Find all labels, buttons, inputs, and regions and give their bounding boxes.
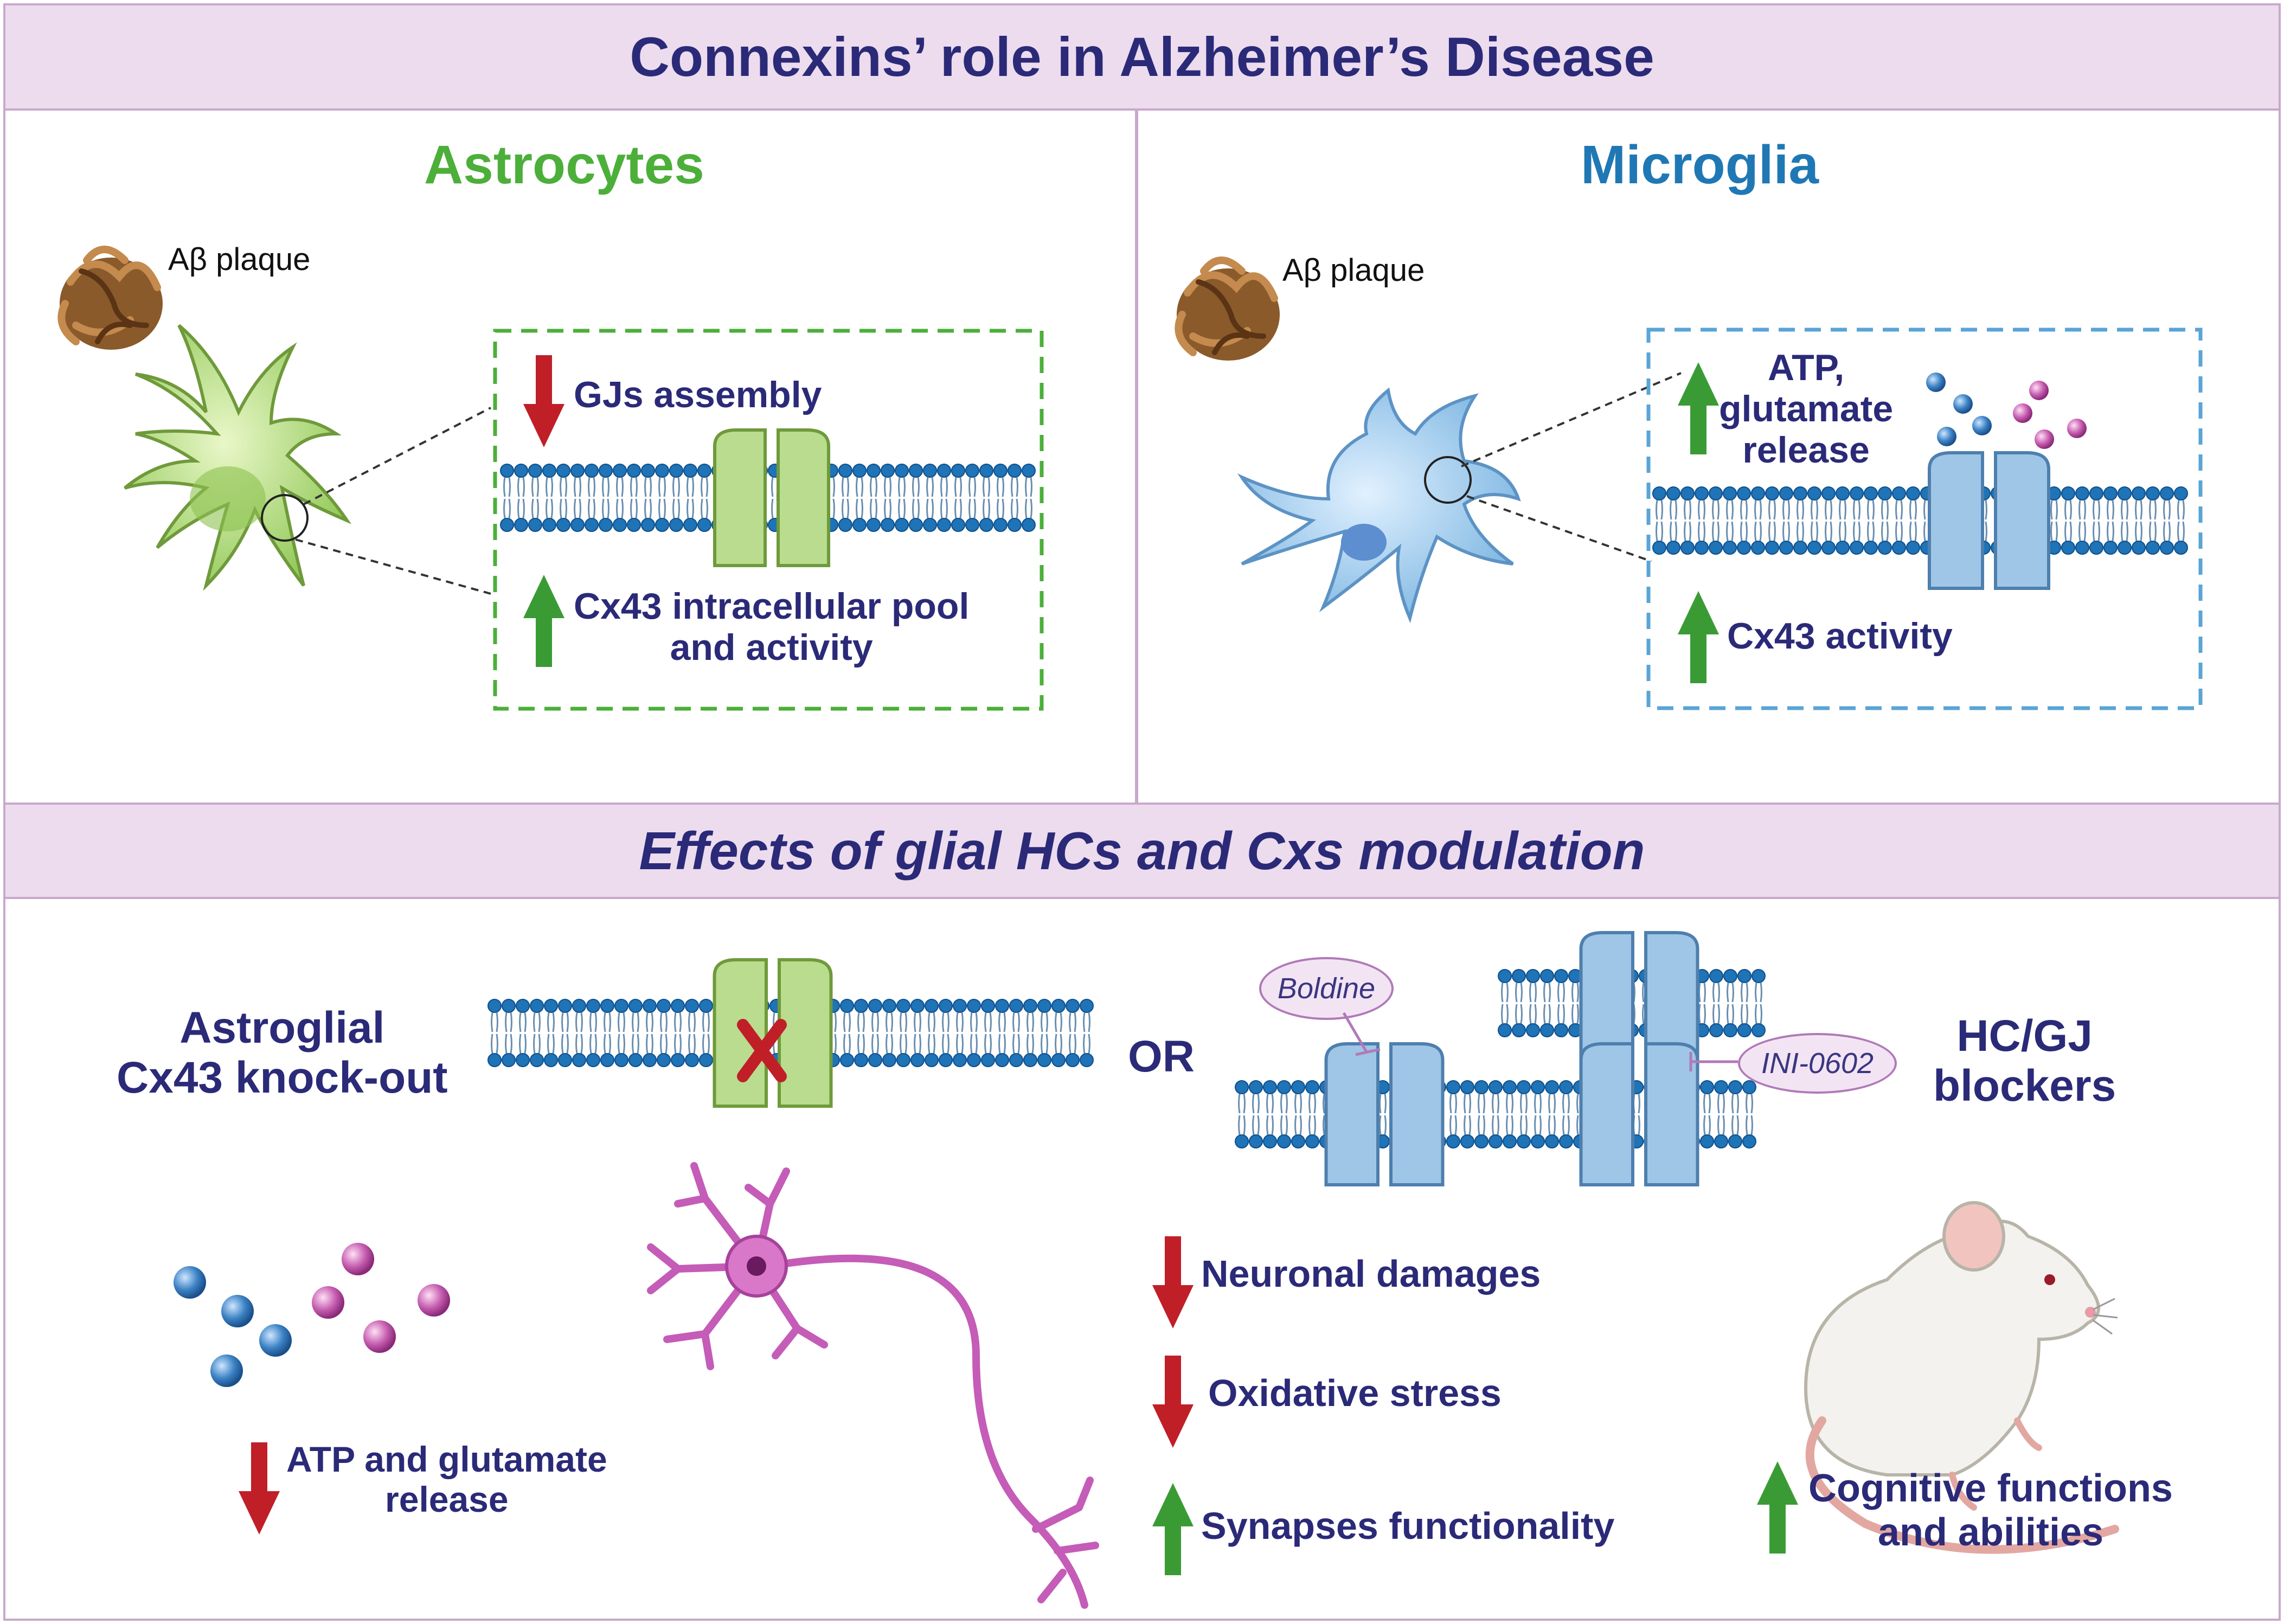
divider-vertical [1135, 108, 1138, 805]
down-arrow-icon-oxidative [1152, 1356, 1194, 1448]
oxidative-stress-label: Oxidative stress [1208, 1372, 1502, 1414]
cognitive-line2: and abilities [1877, 1510, 2104, 1554]
up-arrow-icon-micro-cx43 [1678, 591, 1719, 683]
astrocytes-title: Astrocytes [424, 134, 704, 195]
up-arrow-icon-cognitive [1757, 1461, 1798, 1554]
channel-icon-astro [713, 428, 830, 567]
channel-icon-hemichannel [1324, 1042, 1445, 1186]
down-arrow-icon-neuronal [1152, 1236, 1194, 1328]
boldine-inhibit-line [1342, 1012, 1381, 1056]
micro-atp-line3: release [1742, 429, 1870, 471]
blockers-line1: HC/GJ [1956, 1011, 2093, 1061]
astro-cx43-line2: and activity [670, 627, 873, 669]
synapses-label: Synapses functionality [1201, 1505, 1615, 1547]
micro-atp-line1: ATP, [1768, 347, 1845, 388]
micro-atp-label: ATP, glutamate release [1719, 347, 1893, 471]
plaque-icon-micro [1175, 256, 1280, 361]
ini-inhibit-line [1689, 1052, 1738, 1071]
atp-release-line2: release [385, 1479, 509, 1519]
micro-cx43-label: Cx43 activity [1727, 615, 1953, 657]
blockers-line2: blockers [1933, 1061, 2116, 1111]
header-band: Connexins’ role in Alzheimer’s Disease [3, 3, 2281, 111]
astro-plaque-label: Aβ plaque [168, 242, 311, 277]
astro-cx43-line1: Cx43 intracellular pool [574, 586, 970, 627]
blocked-x-icon [737, 1019, 787, 1082]
astrocyte-icon [124, 324, 352, 591]
effects-band: Effects of glial HCs and Cxs modulation [3, 803, 2281, 899]
channel-icon-micro [1928, 451, 2050, 590]
channel-icon-gj-upper [1579, 931, 1699, 1075]
neuron-icon [647, 1162, 1099, 1609]
up-arrow-icon-cx43 [523, 575, 564, 667]
cognitive-label: Cognitive functions and abilities [1808, 1467, 2173, 1554]
boldine-pill: Boldine [1259, 957, 1394, 1020]
up-arrow-icon-atp [1678, 362, 1719, 454]
knockout-line1: Astroglial [179, 1003, 385, 1052]
micro-atp-line2: glutamate [1719, 388, 1894, 430]
boldine-label: Boldine [1277, 972, 1376, 1005]
cognitive-line1: Cognitive functions [1808, 1467, 2173, 1510]
ini-label: INI-0602 [1761, 1047, 1874, 1080]
atp-release-line1: ATP and glutamate [286, 1439, 607, 1479]
down-arrow-icon-gjs [523, 355, 564, 447]
ini-pill: INI-0602 [1738, 1033, 1897, 1094]
blockers-label: HC/GJ blockers [1933, 1011, 2116, 1111]
neuron-nucleus [747, 1256, 766, 1276]
knockout-line2: Cx43 knock-out [117, 1052, 448, 1102]
plaque-icon-astro [57, 246, 163, 350]
channel-icon-gj-lower [1579, 1042, 1699, 1186]
astro-cx43-label: Cx43 intracellular pool and activity [574, 586, 969, 668]
mouse-icon [1804, 1201, 2119, 1554]
microglia-title: Microglia [1581, 134, 1819, 195]
microglia-icon [1237, 387, 1521, 624]
astro-gjs-label: GJs assembly [574, 374, 822, 415]
or-label: OR [1128, 1032, 1195, 1081]
up-arrow-icon-synapses [1152, 1483, 1194, 1575]
atp-release-label: ATP and glutamate release [286, 1439, 607, 1520]
effects-title: Effects of glial HCs and Cxs modulation [639, 820, 1645, 881]
molecule-icon-bottom [174, 1243, 450, 1387]
down-arrow-icon-atp [239, 1442, 280, 1535]
page-title: Connexins’ role in Alzheimer’s Disease [630, 25, 1654, 88]
neuronal-damages-label: Neuronal damages [1201, 1253, 1541, 1295]
knockout-label: Astroglial Cx43 knock-out [117, 1003, 448, 1103]
molecule-icon-micro [1926, 373, 2087, 449]
micro-plaque-label: Aβ plaque [1282, 253, 1425, 288]
